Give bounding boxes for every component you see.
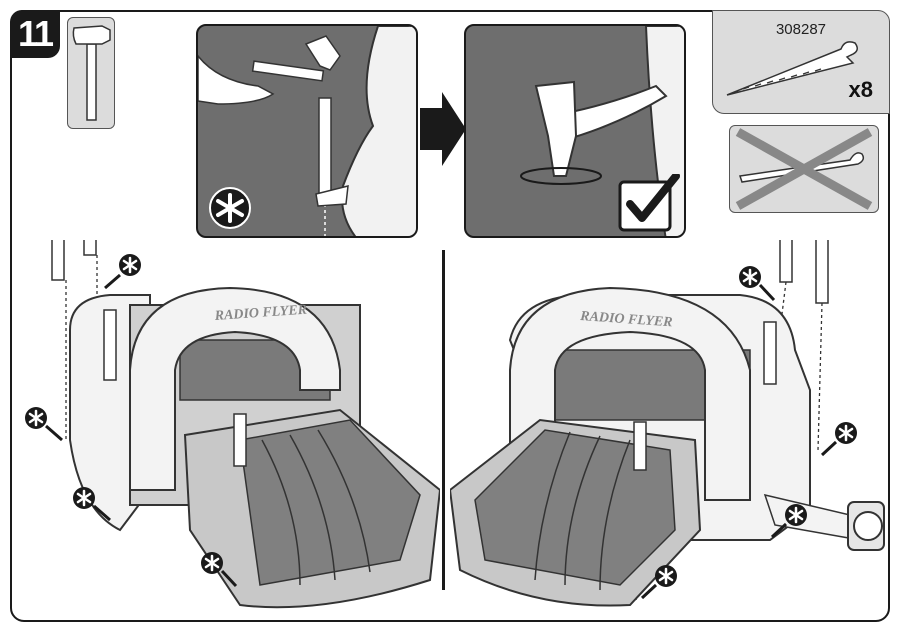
panel-divider: [442, 250, 445, 590]
incorrect-part-callout: [729, 125, 879, 213]
part-callout: 308287 x8: [712, 10, 890, 114]
instruction-frame: [10, 10, 890, 622]
stake-done-panel: [464, 24, 686, 238]
cross-out-icon: [735, 128, 873, 210]
asterisk-icon: [209, 187, 251, 229]
logo-text: RADIO FLYER: [579, 309, 673, 330]
asterisk-icon: [770, 504, 807, 539]
hammer-icon: [72, 25, 111, 121]
asterisk-icon: [640, 565, 677, 600]
step-number-badge: 11: [10, 10, 60, 58]
part-quantity: x8: [848, 77, 873, 102]
bounce-house-right: RADIO FLYER: [450, 240, 885, 607]
logo-text: RADIO FLYER: [213, 303, 307, 324]
hammer-stake-panel: [196, 24, 418, 238]
hammering-illustration: [198, 26, 416, 236]
tool-box: [67, 17, 115, 129]
asterisk-icon: [739, 266, 776, 302]
bounce-house-left: RADIO FLYER: [25, 240, 440, 609]
asterisk-icon: [25, 407, 63, 442]
arrow-right-icon: [420, 92, 466, 166]
asterisk-icon: [104, 254, 141, 290]
asterisk-icon: [201, 552, 238, 588]
asterisk-icon: [820, 422, 857, 457]
part-number: 308287: [775, 21, 827, 38]
checkmark-icon: [618, 174, 680, 232]
asterisk-icon: [73, 487, 111, 522]
stake-icon: [726, 41, 858, 96]
